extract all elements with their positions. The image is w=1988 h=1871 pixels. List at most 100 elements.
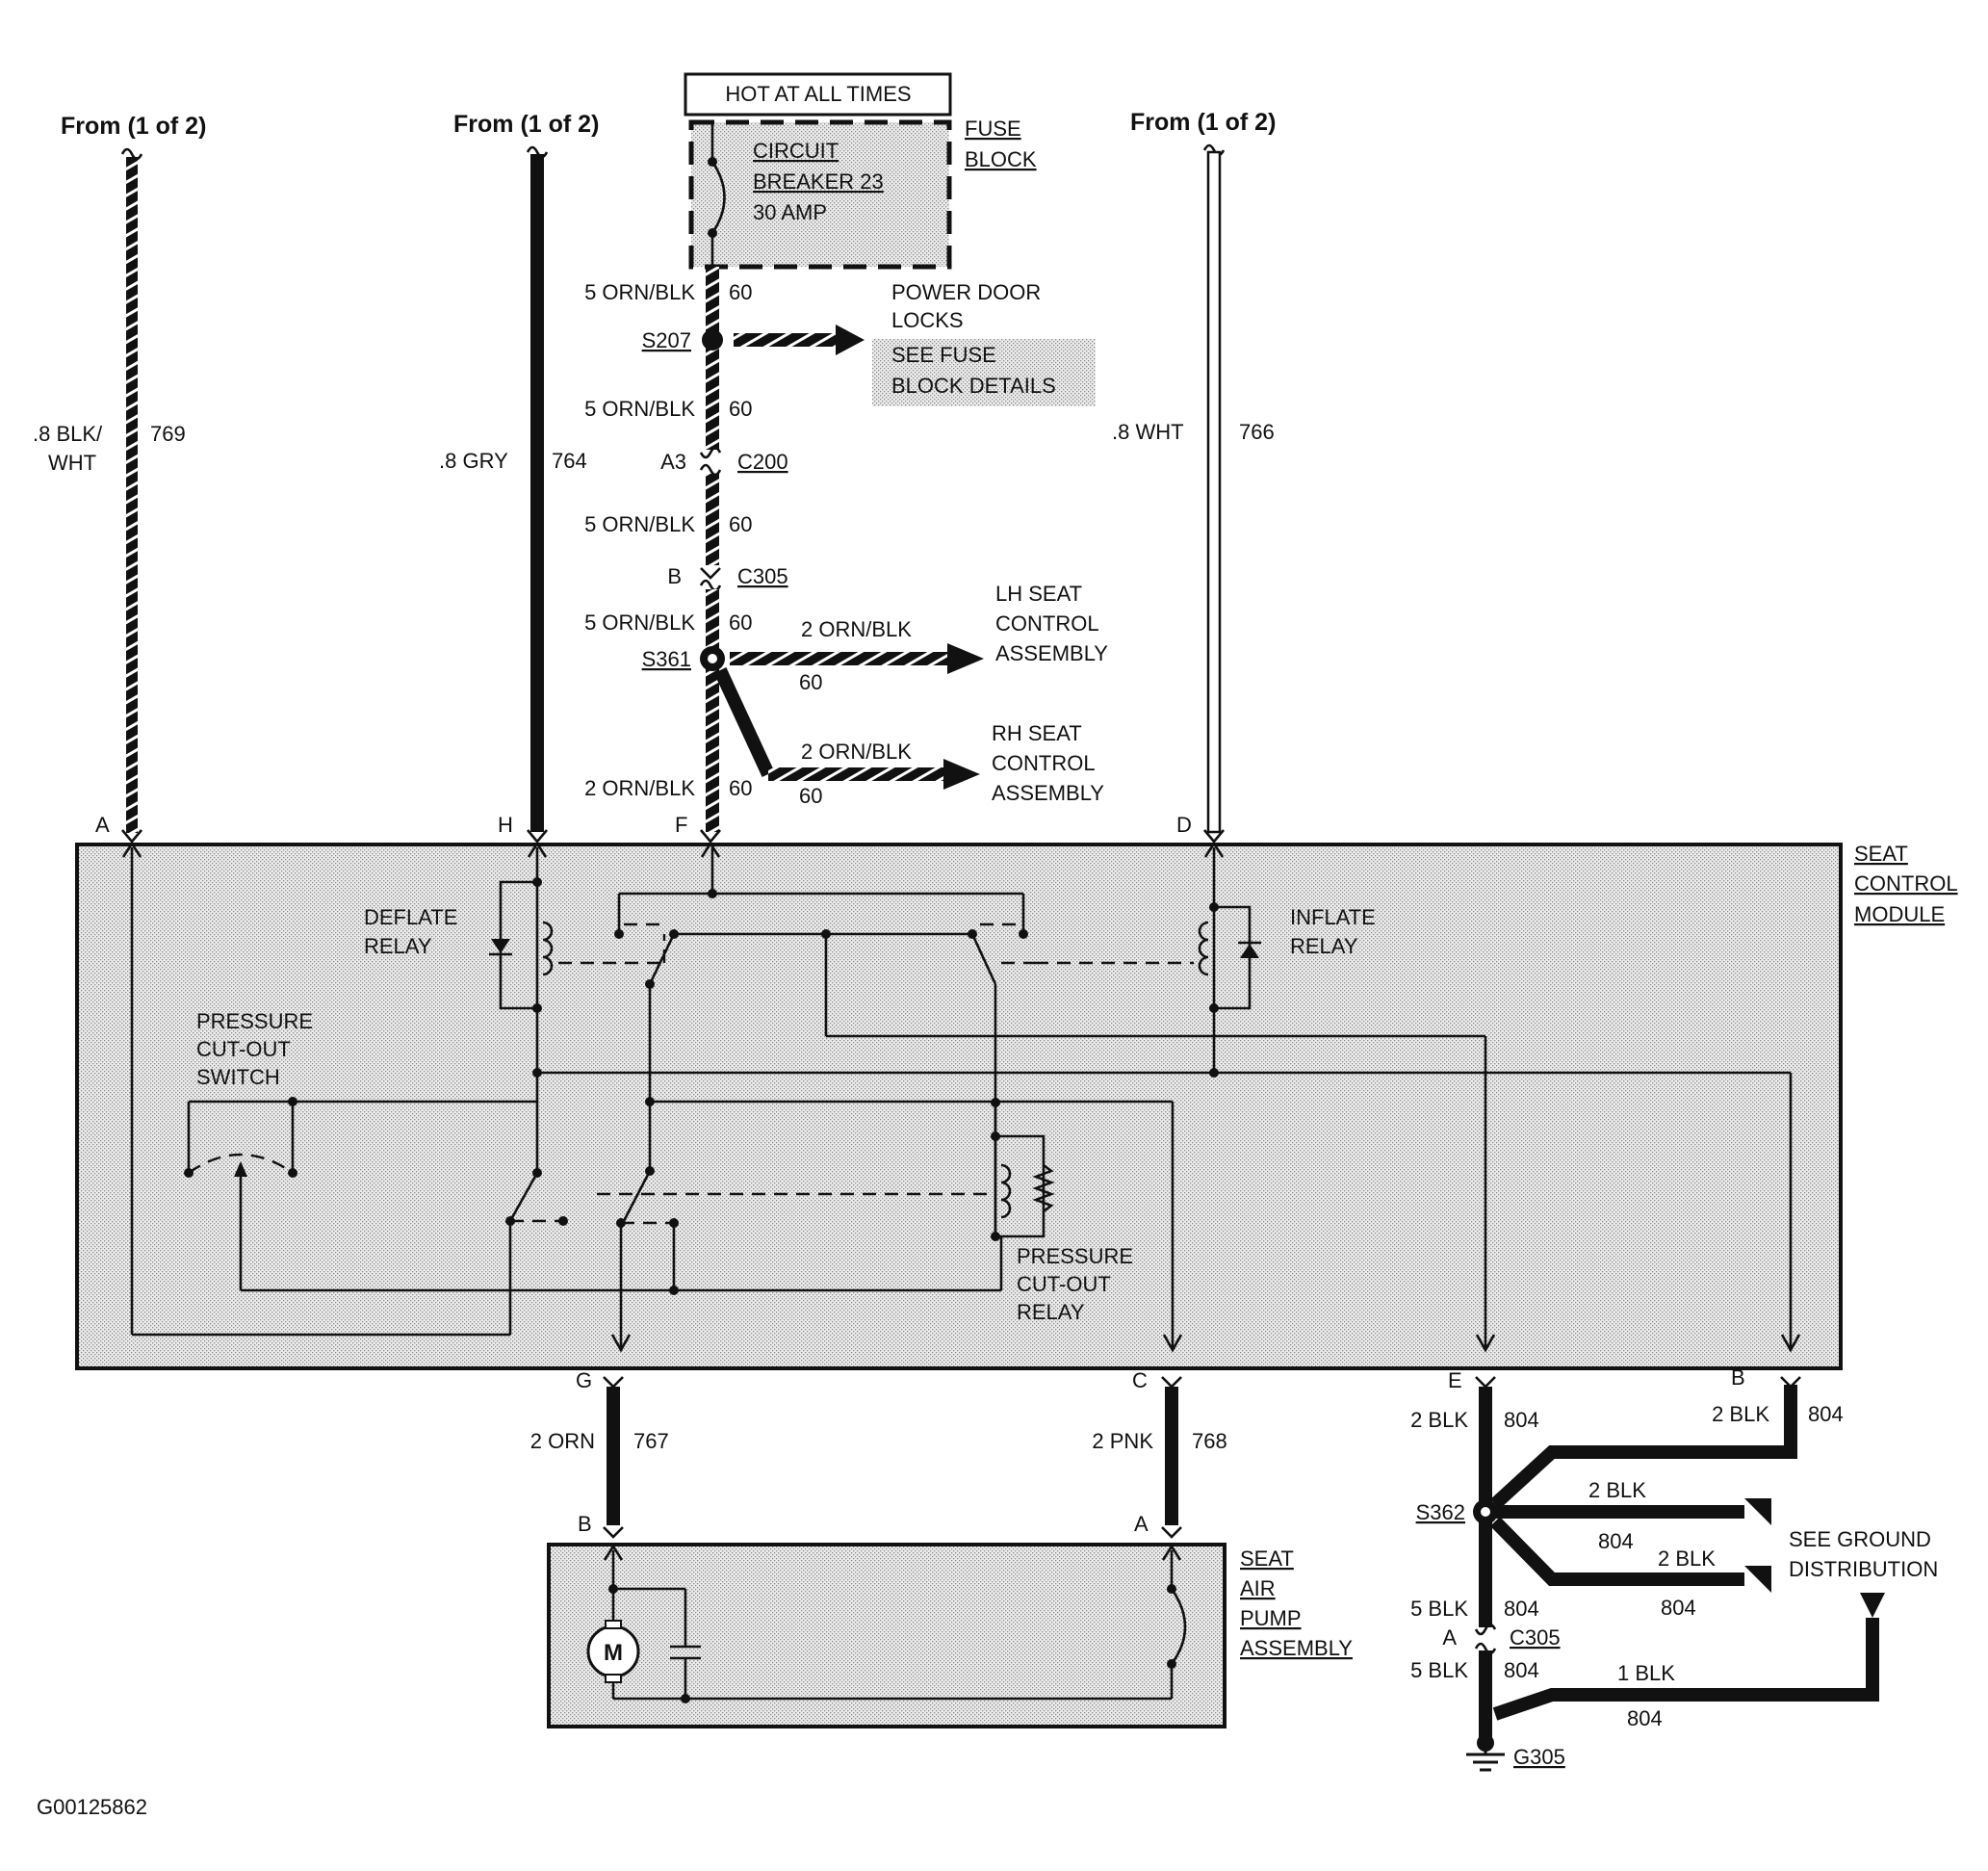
pin-h-label: H: [498, 813, 513, 837]
seg-b-circuit: 804: [1504, 1658, 1539, 1682]
lh-dest-line1: LH SEAT: [995, 582, 1082, 606]
figure-id: G00125862: [37, 1795, 147, 1819]
pressure-relay-line2: CUT-OUT: [1017, 1272, 1111, 1296]
wire-b-circuit: 804: [1808, 1402, 1844, 1426]
branch1-circuit: 804: [1598, 1529, 1634, 1553]
pin-a-label: A: [95, 813, 110, 837]
wire-764-color: .8 GRY: [439, 449, 508, 473]
fuse-block-label-line1: FUSE: [965, 117, 1021, 141]
feed-seg1-color: 5 ORN/BLK: [584, 280, 695, 304]
wire-e-circuit: 804: [1504, 1408, 1539, 1432]
splice-s362-label: S362: [1416, 1500, 1465, 1524]
branch1-color: 2 BLK: [1588, 1478, 1646, 1502]
see-fuse-line2: BLOCK DETAILS: [891, 374, 1056, 398]
power-door-locks-line1: POWER DOOR: [891, 280, 1041, 304]
feed-seg2-color: 5 ORN/BLK: [584, 397, 695, 421]
rh-branch-circuit: 60: [799, 784, 822, 808]
pump-pin-b-label: B: [578, 1512, 592, 1536]
pressure-relay-line3: RELAY: [1017, 1300, 1085, 1324]
seg-a-color: 5 BLK: [1410, 1597, 1468, 1621]
branch2-color: 2 BLK: [1658, 1546, 1716, 1571]
deflate-relay-line1: DEFLATE: [364, 905, 457, 929]
feed-seg1-circuit: 60: [729, 280, 752, 304]
pin-g-label: G: [576, 1368, 592, 1392]
power-door-locks-branch: [734, 325, 865, 355]
module-label-line2: CONTROL: [1854, 871, 1958, 896]
wire-767-color: 2 ORN: [530, 1429, 595, 1453]
c305-lower-pin: A: [1442, 1625, 1457, 1650]
see-fuse-block-details-box: [872, 339, 1096, 406]
pump-pin-a-label: A: [1134, 1512, 1149, 1536]
rh-dest-line3: ASSEMBLY: [992, 781, 1104, 805]
rh-dest-line2: CONTROL: [992, 751, 1096, 775]
seg-b-color: 5 BLK: [1410, 1658, 1468, 1682]
module-label-line3: MODULE: [1854, 902, 1945, 926]
pin-d-label: D: [1176, 813, 1192, 837]
feed-seg5-color: 2 ORN/BLK: [584, 776, 695, 800]
wire-766-circuit: 766: [1239, 420, 1275, 444]
circuit-breaker-symbol: [708, 122, 726, 267]
inflate-relay-line2: RELAY: [1290, 934, 1358, 958]
wire-769-color-line1: .8 BLK/: [33, 422, 103, 446]
from-label-a: From (1 of 2): [61, 113, 206, 140]
ground-g305: [1477, 1734, 1494, 1752]
feed-seg5-circuit: 60: [729, 776, 752, 800]
feed-wire-60: [699, 267, 722, 845]
wire-766-color: .8 WHT: [1112, 420, 1184, 444]
seg-a-circuit: 804: [1504, 1597, 1539, 1621]
fuse-block-box: [688, 119, 952, 270]
breaker-label-line3: 30 AMP: [753, 200, 827, 224]
wire-e-color: 2 BLK: [1410, 1408, 1468, 1432]
branch3-circuit: 804: [1627, 1706, 1663, 1730]
wire-768-circuit: 768: [1192, 1429, 1227, 1453]
rh-branch-color: 2 ORN/BLK: [801, 740, 912, 764]
pin-f-label: F: [675, 813, 687, 837]
c305-upper-pin: B: [667, 564, 682, 588]
deflate-relay-line2: RELAY: [364, 934, 432, 958]
lh-dest-line2: CONTROL: [995, 611, 1099, 636]
inflate-relay-line1: INFLATE: [1290, 905, 1376, 929]
feed-seg3-circuit: 60: [729, 512, 752, 536]
wire-768-color: 2 PNK: [1092, 1429, 1153, 1453]
wire-764-circuit: 764: [552, 449, 587, 473]
breaker-label-line2: BREAKER 23: [753, 169, 884, 194]
wire-767-circuit: 767: [633, 1429, 669, 1453]
see-ground-line2: DISTRIBUTION: [1789, 1557, 1938, 1581]
pump-label-line3: PUMP: [1240, 1606, 1302, 1630]
pin-c-label: C: [1132, 1368, 1148, 1392]
splice-s207-label: S207: [642, 328, 691, 352]
pump-label-line4: ASSEMBLY: [1240, 1636, 1353, 1660]
see-ground-line1: SEE GROUND: [1789, 1527, 1931, 1551]
rh-dest-line1: RH SEAT: [992, 721, 1082, 745]
wire-769-blk-wht: [120, 147, 143, 845]
motor-symbol-label: M: [604, 1640, 623, 1666]
seat-control-module-box: [75, 843, 1843, 1370]
wire-768-pnk: [1161, 1376, 1182, 1539]
feed-seg3-color: 5 ORN/BLK: [584, 512, 695, 536]
power-door-locks-line2: LOCKS: [891, 308, 964, 332]
rh-seat-branch: [713, 667, 980, 790]
feed-seg2-circuit: 60: [729, 397, 752, 421]
lh-dest-line3: ASSEMBLY: [995, 641, 1108, 665]
pump-label-line2: AIR: [1240, 1576, 1276, 1600]
from-label-h: From (1 of 2): [453, 111, 599, 138]
feed-seg4-color: 5 ORN/BLK: [584, 611, 695, 635]
wire-767-orn: [603, 1376, 624, 1539]
module-label-line1: SEAT: [1854, 842, 1908, 866]
from-label-d: From (1 of 2): [1130, 109, 1276, 136]
seat-air-pump-box: [547, 1543, 1226, 1728]
c305-upper-label: C305: [737, 564, 788, 588]
pump-internal-circuit: [586, 1544, 1187, 1703]
c200-label: C200: [737, 450, 788, 474]
branch2-circuit: 804: [1661, 1596, 1696, 1620]
pressure-switch-line2: CUT-OUT: [196, 1037, 291, 1061]
hot-at-all-times-box: [684, 72, 952, 117]
fuse-block-label-line2: BLOCK: [965, 147, 1037, 171]
feed-seg4-circuit: 60: [729, 611, 752, 635]
wire-b-color: 2 BLK: [1712, 1402, 1769, 1426]
splice-s207: [702, 329, 723, 351]
module-internal-circuit: [121, 841, 1801, 1353]
see-fuse-line1: SEE FUSE: [891, 343, 996, 367]
g305-label: G305: [1513, 1745, 1565, 1769]
pin-e-label: E: [1448, 1368, 1462, 1392]
